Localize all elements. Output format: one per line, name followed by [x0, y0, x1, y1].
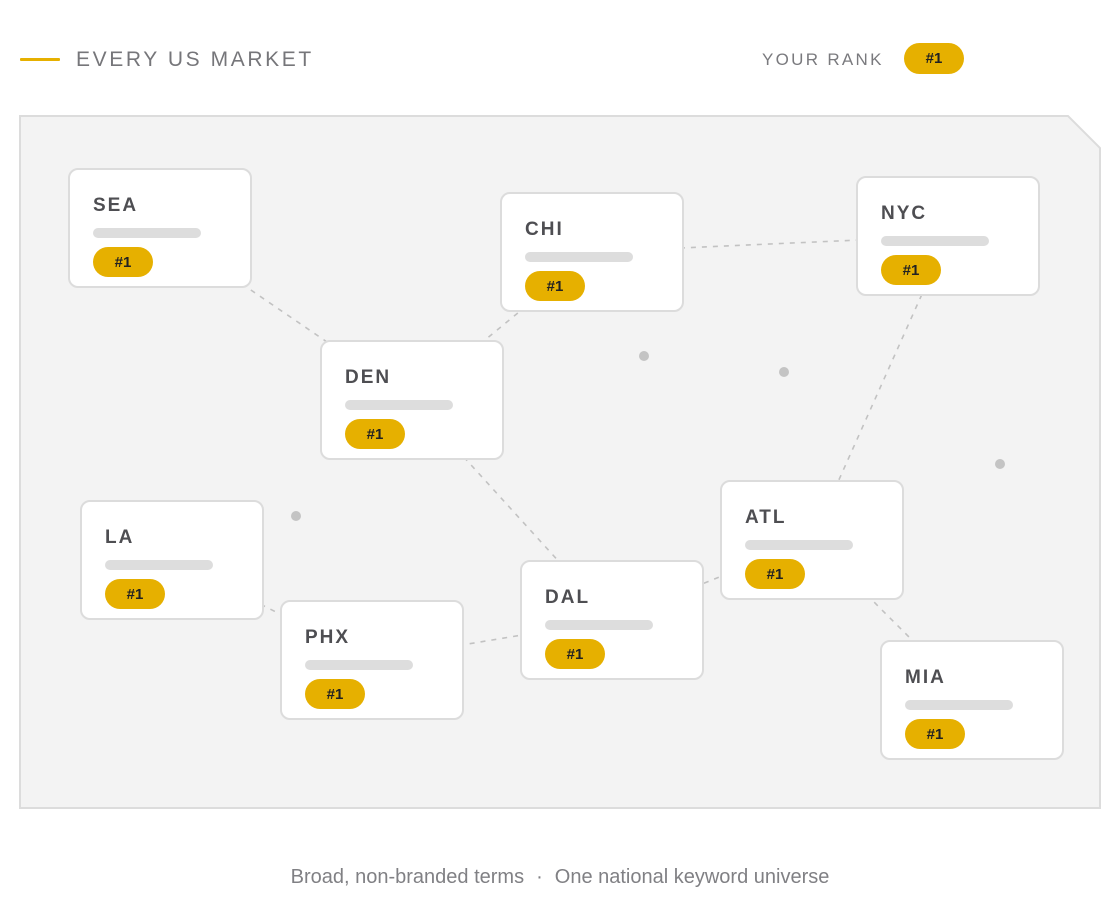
market-code: MIA [905, 667, 946, 688]
rank-badge: #1 [881, 255, 941, 285]
market-code: DAL [545, 587, 591, 608]
footer-caption: Broad, non-branded terms · One national ke… [0, 866, 1120, 889]
placeholder-bar [905, 700, 1013, 710]
rank-badge: #1 [745, 559, 805, 589]
market-card-la: LA #1 [80, 500, 264, 620]
rank-badge: #1 [93, 247, 153, 277]
rank-badge: #1 [105, 579, 165, 609]
market-card-dal: DAL #1 [520, 560, 704, 680]
market-code: NYC [881, 203, 928, 224]
your-rank-label: YOUR RANK [762, 50, 884, 69]
placeholder-bar [93, 228, 201, 238]
market-code: LA [105, 527, 135, 548]
map-dot [639, 351, 649, 361]
placeholder-bar [345, 400, 453, 410]
market-code: ATL [745, 507, 787, 528]
rank-badge: #1 [525, 271, 585, 301]
market-card-sea: SEA #1 [68, 168, 252, 288]
market-code: PHX [305, 627, 351, 648]
placeholder-bar [305, 660, 413, 670]
map-dot [995, 459, 1005, 469]
market-card-chi: CHI #1 [500, 192, 684, 312]
placeholder-bar [545, 620, 653, 630]
placeholder-bar [745, 540, 853, 550]
map-dot [291, 511, 301, 521]
header-accent-line [20, 58, 60, 61]
market-code: CHI [525, 219, 564, 240]
market-card-phx: PHX #1 [280, 600, 464, 720]
market-code: SEA [93, 195, 139, 216]
placeholder-bar [105, 560, 213, 570]
market-card-atl: ATL #1 [720, 480, 904, 600]
rank-badge: #1 [905, 719, 965, 749]
your-rank-badge: #1 [904, 43, 964, 74]
page-title: EVERY US MARKET [76, 48, 314, 71]
footer-right-text: One national keyword universe [554, 866, 830, 888]
footer-separator: · [536, 866, 543, 888]
market-card-mia: MIA #1 [880, 640, 1064, 760]
market-code: DEN [345, 367, 392, 388]
rank-badge: #1 [305, 679, 365, 709]
market-card-den: DEN #1 [320, 340, 504, 460]
map-dot [779, 367, 789, 377]
placeholder-bar [525, 252, 633, 262]
rank-badge: #1 [345, 419, 405, 449]
market-card-nyc: NYC #1 [856, 176, 1040, 296]
placeholder-bar [881, 236, 989, 246]
rank-badge: #1 [545, 639, 605, 669]
footer-left-text: Broad, non-branded terms [290, 866, 525, 888]
